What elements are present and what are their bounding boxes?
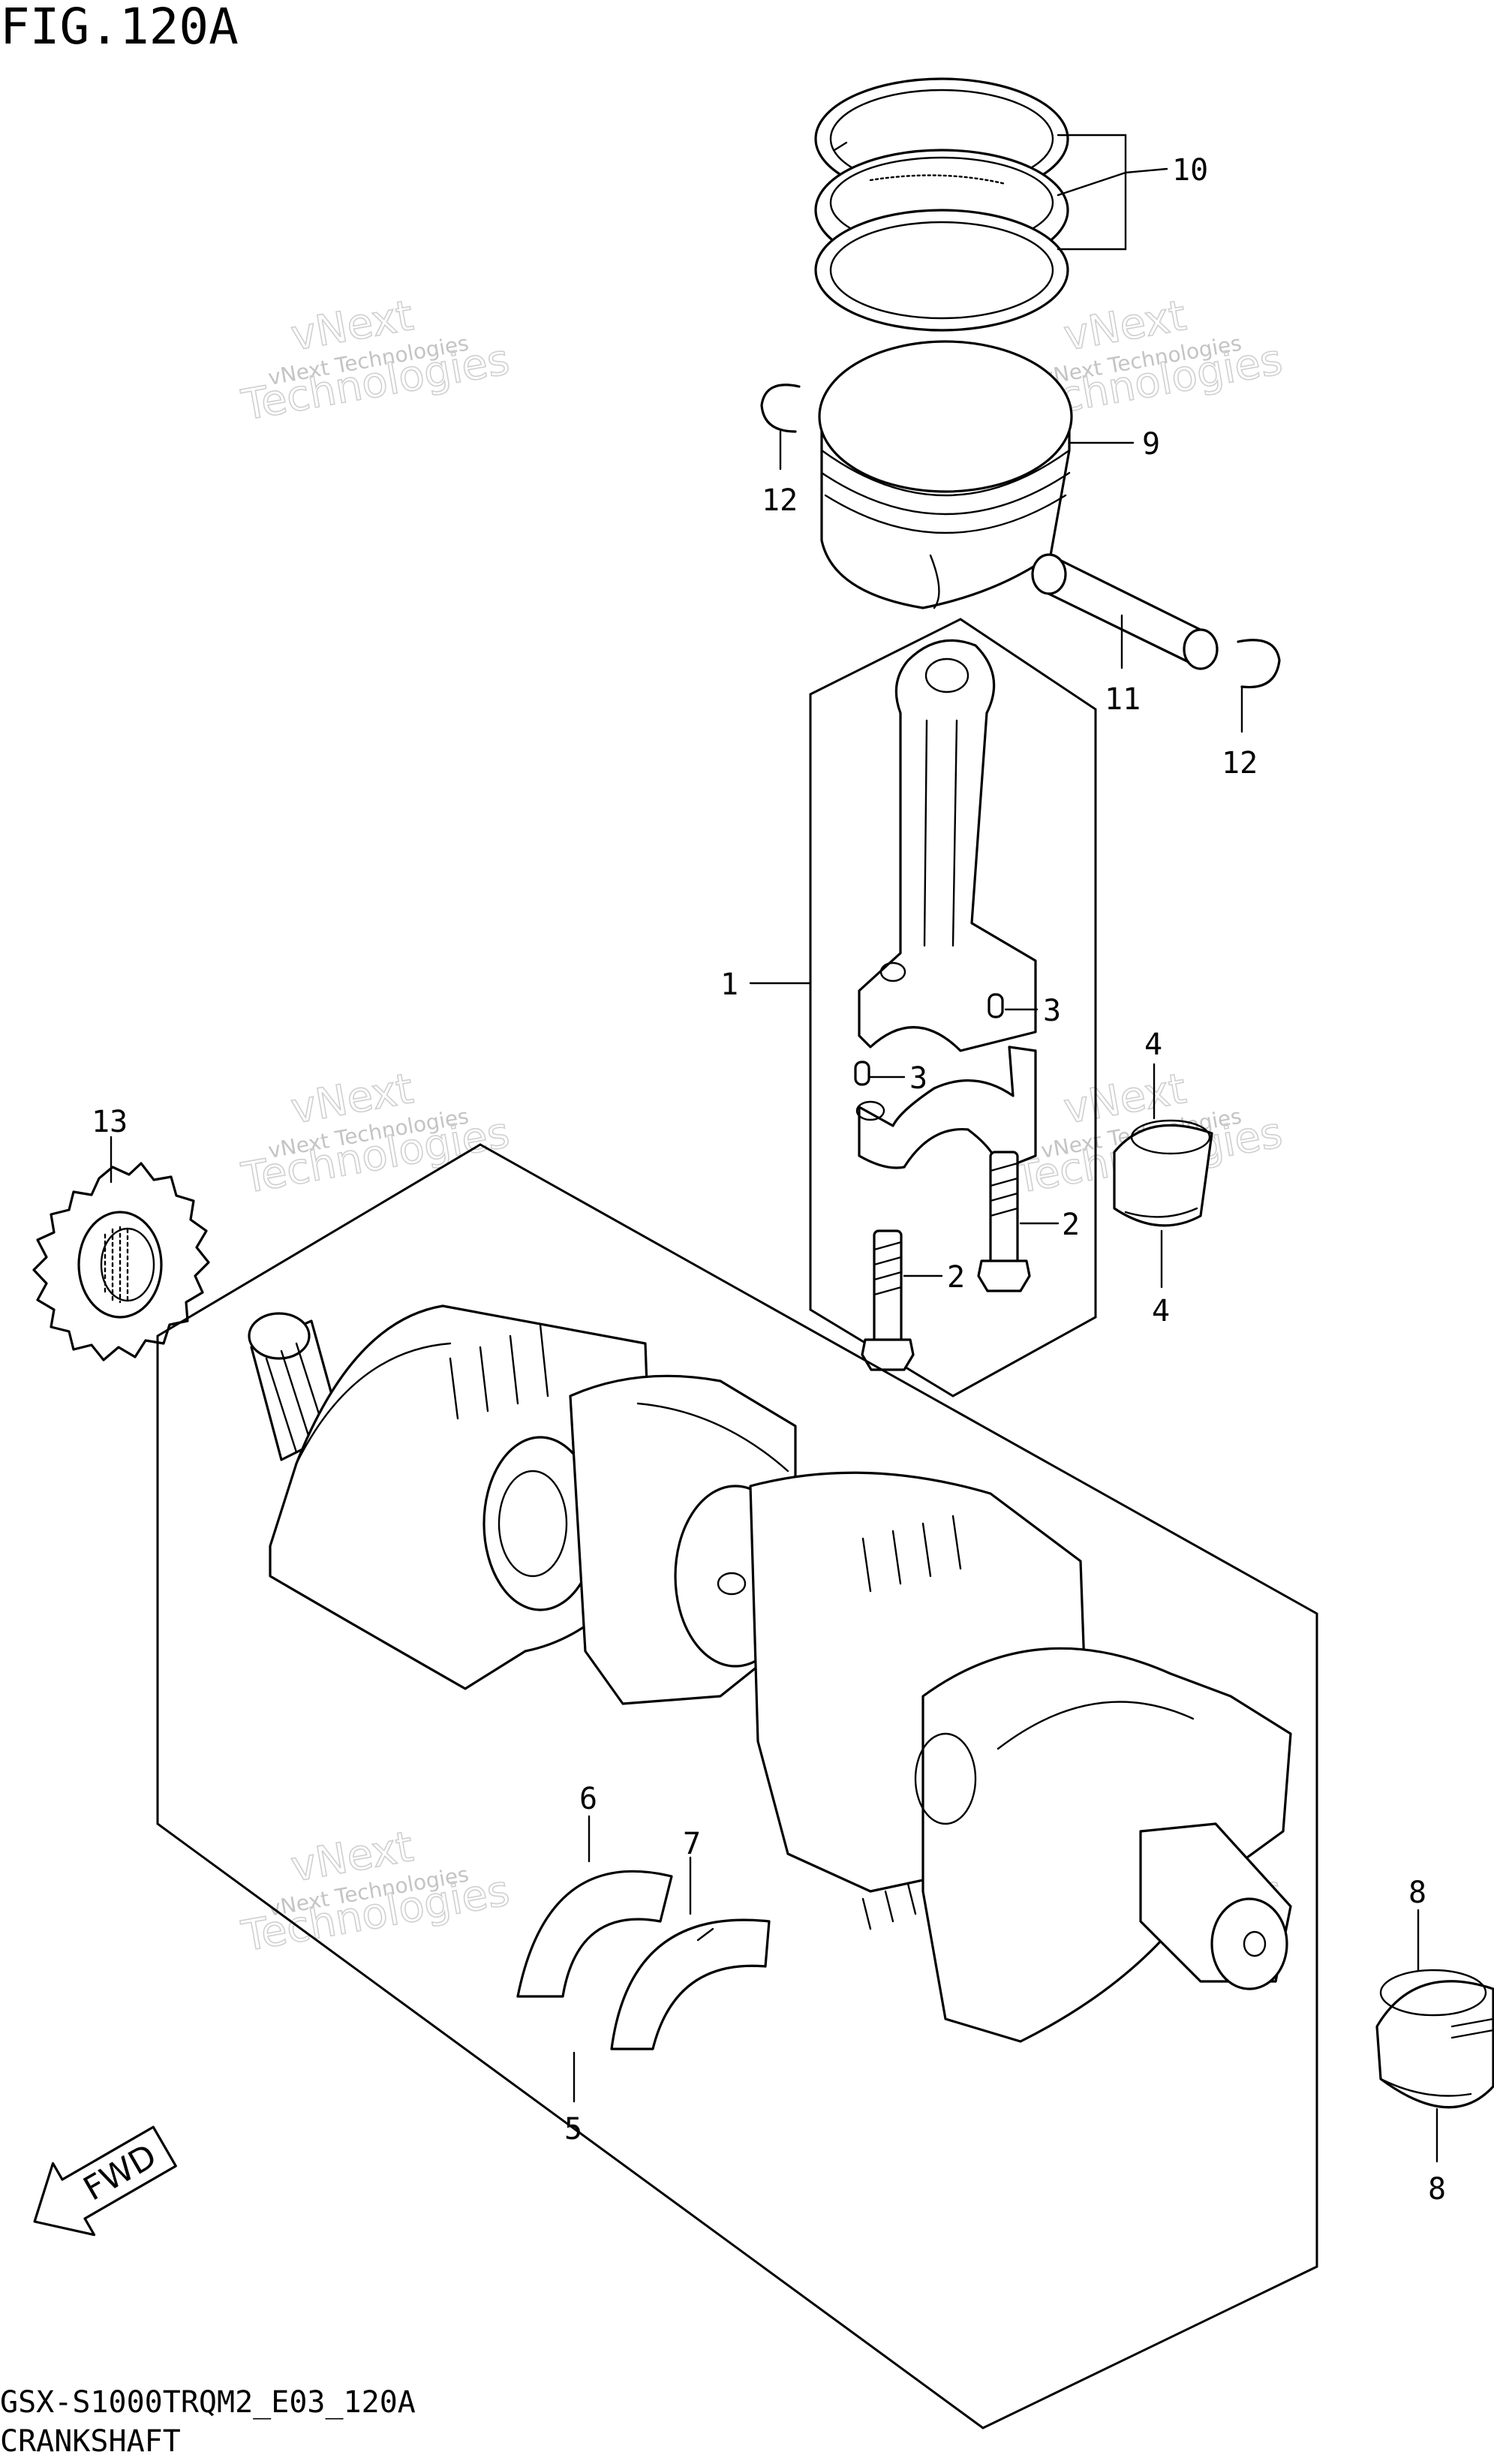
dowel-pin-upper [987, 993, 1004, 1018]
callout-5: 5 [564, 2112, 582, 2147]
circlip-lower [1237, 639, 1281, 689]
callout-2-left: 2 [947, 1260, 965, 1295]
watermark-top-right: vNext vNext Technologies Technologies [1010, 290, 1286, 431]
fwd-arrow: FWD [33, 2126, 177, 2237]
dowel-pin-lower [854, 1061, 870, 1086]
circlip-upper [760, 384, 801, 433]
thrust-bearing-6 [516, 1870, 673, 1998]
callout-3-upper: 3 [1043, 994, 1061, 1028]
callout-7: 7 [683, 1827, 701, 1861]
conrod-kit-box [809, 618, 1097, 1397]
callout-9: 9 [1142, 427, 1160, 462]
leader-10 [1057, 134, 1168, 251]
callout-12-upper: 12 [762, 483, 798, 518]
crankshaft [248, 1304, 1292, 2043]
callout-4-lower: 4 [1152, 1294, 1170, 1328]
callout-8-lower: 8 [1428, 2172, 1446, 2207]
sprocket [32, 1162, 210, 1361]
callout-11: 11 [1105, 682, 1141, 717]
connecting-rod [855, 639, 1037, 1172]
conrod-bearing [1113, 1119, 1213, 1227]
callout-2-right: 2 [1062, 1208, 1080, 1242]
watermark-top-left: vNext vNext Technologies Technologies [237, 290, 513, 431]
rod-bolt-left [861, 1229, 915, 1371]
section-name: CRANKSHAFT [0, 2424, 181, 2459]
callout-3-lower: 3 [909, 1061, 927, 1096]
callout-6: 6 [579, 1782, 597, 1816]
watermark-bottom-left: vNext vNext Technologies Technologies [237, 1822, 513, 1962]
thrust-bearing-7 [610, 1918, 771, 2050]
piston-pin [1031, 553, 1219, 670]
callout-12-lower: 12 [1222, 746, 1258, 781]
model-code: GSX-S1000TRQM2_E03_120A [0, 2385, 416, 2420]
main-bearing [1375, 1969, 1494, 2109]
callout-10: 10 [1172, 153, 1208, 188]
figure-title: FIG.120A [0, 0, 239, 56]
fwd-arrow-icon [33, 2126, 177, 2237]
callout-1: 1 [720, 967, 738, 1002]
callout-13: 13 [92, 1105, 128, 1139]
watermark-mid-left: vNext vNext Technologies Technologies [237, 1064, 513, 1204]
crankshaft-kit-box [156, 1143, 1318, 2429]
callout-8-upper: 8 [1408, 1876, 1426, 1910]
piston-rings [814, 77, 1069, 332]
piston [818, 340, 1073, 609]
rod-bolt-right [977, 1151, 1031, 1292]
callout-4-upper: 4 [1144, 1027, 1162, 1062]
